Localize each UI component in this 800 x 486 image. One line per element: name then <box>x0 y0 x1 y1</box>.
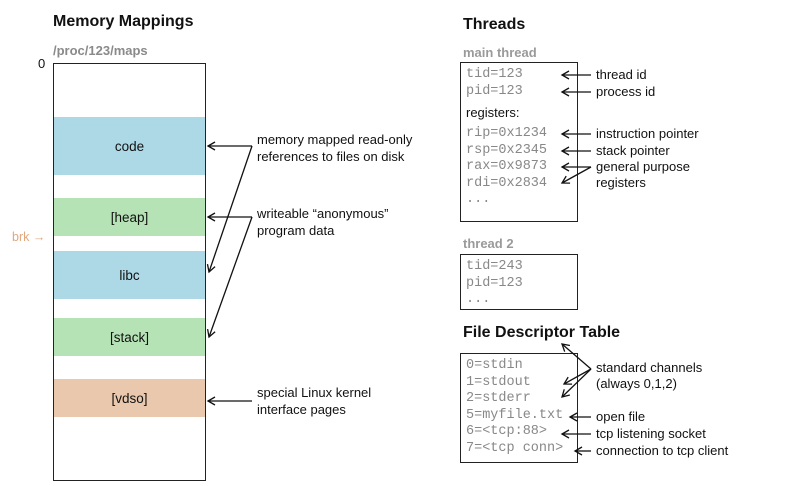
address-zero-label: 0 <box>38 56 46 71</box>
note-always-012: (always 0,1,2) <box>596 376 677 391</box>
fd-entry-1: 1=stdout <box>466 374 531 390</box>
threads-title: Threads <box>463 16 526 33</box>
register-rsp: rsp=0x2345 <box>466 142 548 158</box>
note-process-id: process id <box>596 84 656 99</box>
note-instruction-pointer: instruction pointer <box>596 126 699 141</box>
memory-mappings-title: Memory Mappings <box>53 13 194 30</box>
main-thread-label: main thread <box>463 45 537 60</box>
main-thread-tid: tid=123 <box>466 67 523 82</box>
fd-table-title: File Descriptor Table <box>463 324 621 341</box>
note-thread-id: thread id <box>596 67 647 82</box>
fd-entry-0: 0=stdin <box>466 358 523 373</box>
main-thread-box: tid=123 pid=123 registers: rip=0x1234 rs… <box>460 62 578 222</box>
fd-entry-6: 6=<tcp:88> <box>466 424 548 439</box>
annotation-vdso-line1: special Linux kernel <box>257 385 372 400</box>
region-stack: [stack] <box>54 318 205 356</box>
note-standard-channels: standard channels <box>596 360 703 375</box>
region-code: code <box>54 117 205 175</box>
thread-2-pid: pid=123 <box>466 275 523 291</box>
thread-2-box: tid=243 pid=123 ... <box>460 254 578 310</box>
fd-entry-7: 7=<tcp conn> <box>466 440 564 456</box>
fd-entry-2: 2=stderr <box>466 391 531 406</box>
note-stack-pointer: stack pointer <box>596 143 670 158</box>
thread-2-label: thread 2 <box>463 236 514 251</box>
note-tcp-listening: tcp listening socket <box>596 426 706 441</box>
region-vdso: [vdso] <box>54 379 205 417</box>
region-code-label: code <box>114 138 145 154</box>
region-heap: [heap] <box>54 198 205 236</box>
register-rdi: rdi=0x2834 <box>466 175 548 191</box>
thread-2-tid: tid=243 <box>466 259 523 274</box>
annotation-file-mapped: memory mapped read-only references to fi… <box>257 132 412 165</box>
region-libc: libc <box>54 251 205 299</box>
annotation-anonymous-line1: writeable “anonymous” <box>257 206 389 221</box>
annotation-file-mapped-line1: memory mapped read-only <box>257 132 413 147</box>
maps-path-label: /proc/123/maps <box>53 43 148 58</box>
annotation-anonymous: writeable “anonymous” program data <box>257 206 389 239</box>
note-open-file: open file <box>596 409 646 424</box>
fd-table-box: 0=stdin 1=stdout 2=stderr 5=myfile.txt 6… <box>460 353 578 463</box>
arrow-to-stack <box>206 216 253 339</box>
annotation-vdso-line2: interface pages <box>257 401 346 417</box>
arrow-to-libc <box>206 145 253 274</box>
register-rax: rax=0x9873 <box>466 159 548 174</box>
annotation-vdso: special Linux kernel interface pages <box>257 385 371 418</box>
note-tcp-connection: connection to tcp client <box>596 443 729 458</box>
registers-heading: registers: <box>466 105 520 120</box>
note-general-purpose: general purpose <box>596 159 690 174</box>
register-ellipsis: ... <box>466 192 491 207</box>
register-rip: rip=0x1234 <box>466 126 548 141</box>
note-registers: registers <box>596 175 646 190</box>
region-stack-label: [stack] <box>109 329 149 345</box>
thread-2-ellipsis: ... <box>466 292 491 307</box>
region-libc-label: libc <box>119 267 140 283</box>
main-thread-pid: pid=123 <box>466 83 523 99</box>
fd-entry-5: 5=myfile.txt <box>466 407 564 423</box>
region-vdso-label: [vdso] <box>111 390 148 406</box>
annotation-file-mapped-line2: references to files on disk <box>257 148 405 164</box>
brk-marker: brk → <box>12 230 46 244</box>
region-heap-label: [heap] <box>110 209 149 225</box>
memory-map-column: code [heap] libc [stack] [vdso] <box>53 63 206 481</box>
annotation-anonymous-line2: program data <box>257 222 335 238</box>
